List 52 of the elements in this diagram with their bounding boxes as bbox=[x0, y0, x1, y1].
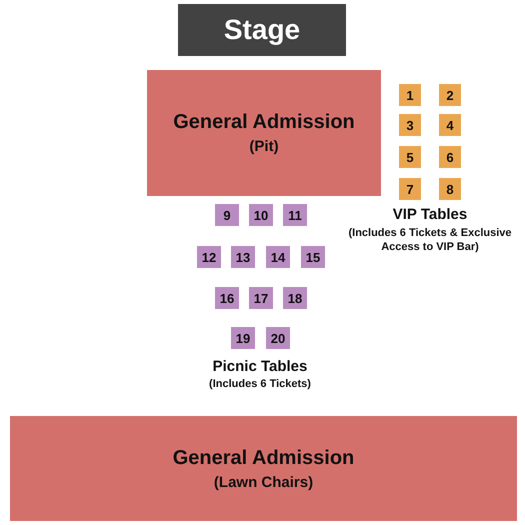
picnic-table-seat bbox=[283, 287, 307, 309]
table-number: 10 bbox=[254, 208, 268, 222]
vip-table-seat bbox=[439, 146, 461, 168]
picnic-table-seat bbox=[249, 204, 273, 226]
general-admission-section bbox=[147, 70, 381, 196]
table-number: 15 bbox=[306, 250, 320, 264]
table-number: 3 bbox=[406, 118, 414, 132]
vip-table-seat bbox=[439, 178, 461, 200]
vip-table-seat bbox=[399, 146, 421, 168]
table-number: 7 bbox=[406, 182, 414, 196]
section-subtitle: (Lawn Chairs) bbox=[214, 474, 314, 490]
vip-table-seat bbox=[439, 84, 461, 106]
table-number: 20 bbox=[270, 330, 286, 346]
section-subtitle: (Pit) bbox=[249, 138, 279, 155]
table-number: 4 bbox=[446, 118, 454, 132]
table-number: 2 bbox=[446, 88, 454, 102]
table-number: 17 bbox=[254, 290, 268, 306]
picnic-table-seat bbox=[249, 287, 273, 309]
picnic-table-seat bbox=[215, 287, 239, 309]
picnic-table-seat bbox=[301, 246, 325, 268]
table-number: 6 bbox=[446, 150, 454, 164]
table-number: 9 bbox=[223, 208, 231, 222]
section-name: Stage bbox=[224, 14, 300, 46]
area-title: VIP Tables bbox=[392, 206, 468, 225]
table-number: 14 bbox=[270, 250, 286, 264]
table-number: 16 bbox=[220, 290, 234, 306]
vip-table-seat bbox=[399, 114, 421, 136]
stage-block bbox=[178, 4, 346, 56]
picnic-table-seat bbox=[266, 246, 290, 268]
table-number: 11 bbox=[288, 208, 302, 222]
table-number: 19 bbox=[236, 330, 250, 346]
vip-table-seat bbox=[439, 114, 461, 136]
table-number: 18 bbox=[288, 290, 302, 306]
picnic-table-seat bbox=[231, 327, 255, 349]
picnic-table-seat bbox=[266, 327, 290, 349]
table-number: 5 bbox=[406, 150, 414, 164]
area-note: (Includes 6 Tickets) bbox=[208, 378, 312, 392]
table-number: 13 bbox=[236, 250, 250, 264]
general-admission-section bbox=[10, 416, 517, 521]
section-name: General Admission bbox=[172, 446, 354, 470]
picnic-table-seat bbox=[197, 246, 221, 268]
table-number: 12 bbox=[202, 250, 216, 264]
vip-table-seat bbox=[399, 84, 421, 106]
table-number: 8 bbox=[446, 182, 454, 196]
picnic-table-seat bbox=[231, 246, 255, 268]
picnic-table-seat bbox=[283, 204, 307, 226]
area-note: (Includes 6 Tickets & Exclusive Access to VIP Bar) bbox=[347, 227, 513, 254]
area-title: Picnic Tables bbox=[212, 358, 308, 377]
table-number: 1 bbox=[406, 88, 414, 102]
vip-table-seat bbox=[399, 178, 421, 200]
section-name: General Admission bbox=[173, 111, 355, 134]
picnic-table-seat bbox=[215, 204, 239, 226]
